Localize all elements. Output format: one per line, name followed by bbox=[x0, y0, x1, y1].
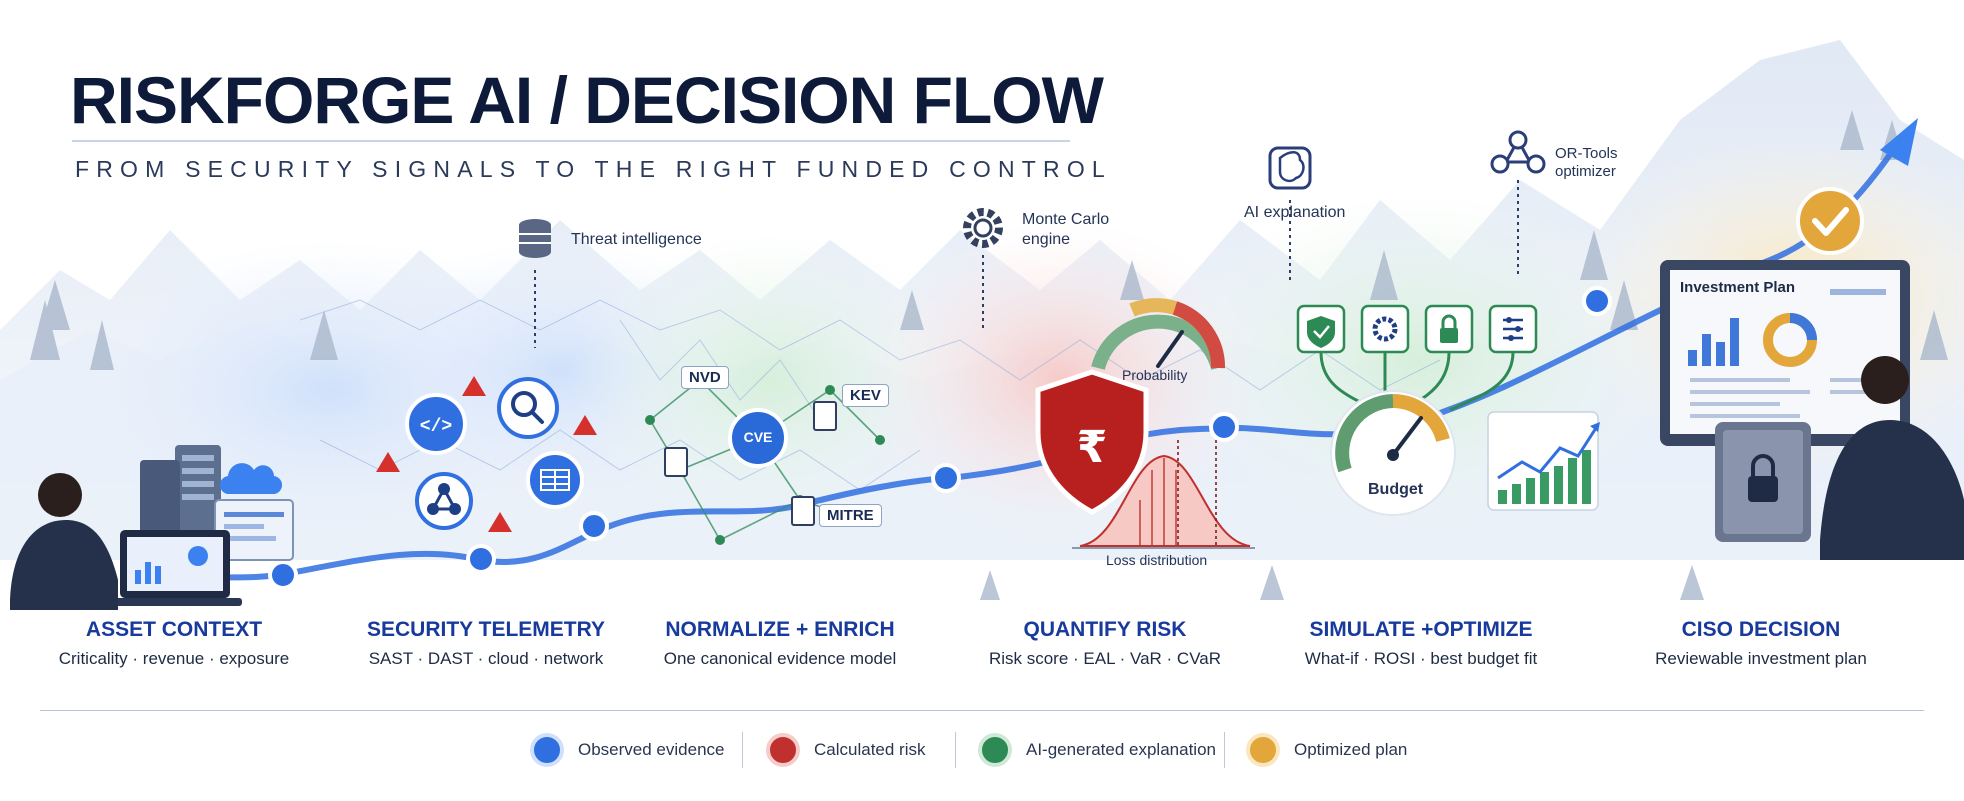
warning-icon bbox=[488, 512, 512, 532]
legend-label: Optimized plan bbox=[1294, 740, 1408, 759]
legend-label: Observed evidence bbox=[578, 740, 725, 759]
investment-plan-title: Investment Plan bbox=[1680, 279, 1796, 296]
warning-icon bbox=[376, 452, 400, 472]
ciso-decision-illustration bbox=[1660, 187, 1964, 560]
title-divider bbox=[72, 140, 1070, 142]
stage-subtitle-security-telemetry: SAST · DAST · cloud · network bbox=[368, 649, 604, 668]
rupee-shield-icon: ₹ bbox=[1077, 422, 1108, 473]
legend-divider bbox=[40, 710, 1924, 711]
arrow-up-icon bbox=[1880, 118, 1918, 166]
stage-subtitle-asset-context: Criticality · revenue · exposure bbox=[58, 649, 290, 668]
normalize-enrich-illustration bbox=[645, 375, 885, 545]
page-title: RISKFORGE AI / DECISION FLOW bbox=[70, 63, 1104, 137]
security-telemetry-illustration: </> bbox=[376, 376, 597, 532]
asset-context-illustration bbox=[10, 445, 294, 610]
legend-label: Calculated risk bbox=[814, 740, 926, 759]
brain-chip-icon bbox=[1268, 146, 1312, 190]
database-icon bbox=[519, 219, 551, 258]
legend-swatch-green bbox=[978, 733, 1012, 767]
stage-title-ciso-decision: CISO DECISION bbox=[1681, 618, 1841, 641]
callout-or-tools: OR-Tools optimizer bbox=[1555, 145, 1618, 180]
callout-ai-explanation: AI explanation bbox=[1244, 204, 1346, 221]
callout-lines bbox=[534, 180, 1519, 348]
checkmark-badge-icon bbox=[1796, 187, 1864, 255]
warning-icon bbox=[462, 376, 486, 396]
page-subtitle: FROM SECURITY SIGNALS TO THE RIGHT FUNDE… bbox=[75, 156, 1112, 182]
graph-nodes-icon bbox=[1490, 130, 1546, 174]
gauge-label-probability: Probability bbox=[1122, 367, 1188, 383]
legend-item-calculated-risk: Calculated risk bbox=[766, 728, 926, 772]
legend-item-observed-evidence: Observed evidence bbox=[530, 728, 724, 772]
callout-threat-intelligence: Threat intelligence bbox=[571, 231, 702, 248]
shield-check-icon bbox=[1307, 316, 1335, 348]
stage-title-security-telemetry: SECURITY TELEMETRY bbox=[366, 618, 606, 641]
gear-icon bbox=[963, 208, 1003, 248]
gear-icon bbox=[1372, 316, 1398, 342]
callout-monte-carlo: Monte Carlo engine bbox=[1022, 211, 1110, 248]
stage-title-simulate-optimize: SIMULATE +OPTIMIZE bbox=[1309, 618, 1533, 641]
lock-icon bbox=[1440, 328, 1458, 343]
legend-swatch-gold bbox=[1246, 733, 1280, 767]
stage-subtitle-quantify-risk: Risk score · EAL · VaR · CVaR bbox=[988, 649, 1222, 668]
lock-icon bbox=[1748, 476, 1778, 502]
document-icon bbox=[664, 401, 837, 526]
graph-label-mitre: MITRE bbox=[819, 504, 882, 527]
stage-title-asset-context: ASSET CONTEXT bbox=[85, 618, 263, 641]
legend-label: AI-generated explanation bbox=[1026, 740, 1216, 759]
legend-separator bbox=[742, 732, 743, 768]
graph-label-nvd: NVD bbox=[681, 366, 729, 389]
legend-item-optimized-plan: Optimized plan bbox=[1246, 728, 1407, 772]
quantify-risk-illustration: ₹ bbox=[1035, 298, 1255, 549]
gauge-label-budget: Budget bbox=[1368, 481, 1424, 498]
stage-subtitle-ciso-decision: Reviewable investment plan bbox=[1655, 649, 1867, 668]
chart-label-loss-distribution: Loss distribution bbox=[1106, 552, 1208, 568]
path-nodes bbox=[268, 286, 1612, 590]
graph-label-cve: CVE bbox=[743, 429, 773, 445]
legend-separator bbox=[955, 732, 956, 768]
legend-separator bbox=[1224, 732, 1225, 768]
legend-swatch-red bbox=[766, 733, 800, 767]
warning-icon bbox=[573, 415, 597, 435]
stage-title-normalize-enrich: NORMALIZE + ENRICH bbox=[665, 618, 895, 641]
legend-swatch-blue bbox=[530, 733, 564, 767]
stage-subtitle-simulate-optimize: What-if · ROSI · best budget fit bbox=[1304, 649, 1538, 668]
stage-title-quantify-risk: QUANTIFY RISK bbox=[1023, 618, 1187, 641]
stage-subtitle-normalize-enrich: One canonical evidence model bbox=[663, 649, 897, 668]
simulate-optimize-illustration bbox=[1296, 304, 1600, 516]
graph-label-kev: KEV bbox=[842, 384, 889, 407]
svg-text:</>: </> bbox=[420, 417, 452, 437]
legend-item-ai-explanation: AI-generated explanation bbox=[978, 728, 1216, 772]
